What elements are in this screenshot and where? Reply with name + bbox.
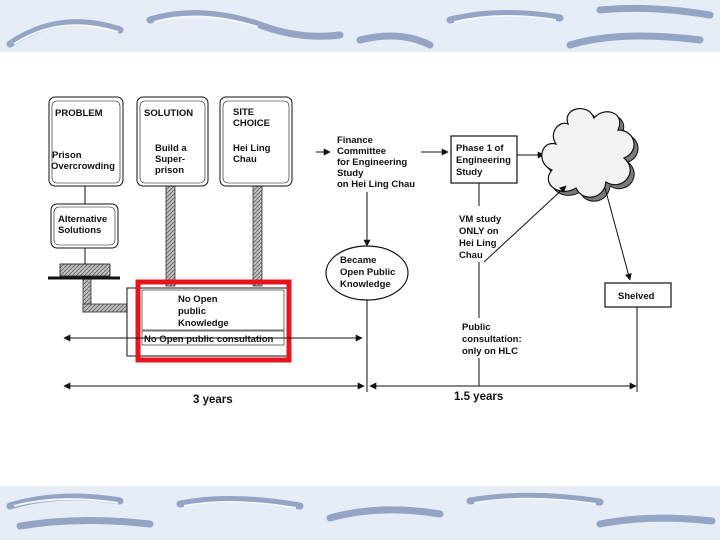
no-open-line-1: No Open (178, 294, 218, 305)
decorative-top-band (0, 0, 720, 52)
timeline-label-1: 3 years (193, 394, 233, 406)
finance-line-3: for Engineering (337, 157, 407, 168)
vm-line-2: ONLY on (459, 226, 499, 237)
barrier-block (48, 263, 120, 280)
finance-line-1: Finance (337, 135, 373, 146)
highlight-frame (135, 279, 292, 363)
no-open-line-3: Knowledge (178, 318, 229, 329)
became-line-1: Became (340, 255, 376, 266)
solution-body-line-3: prison (155, 165, 184, 176)
no-open-line-2: public (178, 306, 206, 317)
vm-line-4: Chau (459, 250, 483, 261)
public-consultation-label: Public consultation: only on HLC (462, 322, 522, 357)
problem-header: PROBLEM (55, 108, 103, 119)
public-line-3: only on HLC (462, 346, 518, 357)
timeline: 3 years 1.5 years (63, 307, 638, 406)
shelved-box: Shelved (604, 282, 672, 308)
cloud-shape (541, 108, 639, 202)
site-body-line-2: Chau (233, 154, 257, 165)
site-choice-box: SITE CHOICE Hei Ling Chau (219, 96, 293, 187)
alternative-line-2: Solutions (58, 225, 101, 236)
cloud-to-shelved-arrow (604, 187, 632, 281)
solution-body-line-1: Build a (155, 143, 187, 154)
decorative-bottom-band (0, 486, 720, 540)
site-body-line-1: Hei Ling (233, 143, 271, 154)
vm-line-1: VM study (459, 214, 502, 225)
vm-line-3: Hei Ling (459, 238, 497, 249)
hatched-connectors (82, 185, 263, 313)
solution-header: SOLUTION (144, 108, 193, 119)
became-line-3: Knowledge (340, 279, 391, 290)
site-header-line-2: CHOICE (233, 118, 270, 129)
phase1-line-3: Study (456, 167, 483, 178)
finance-line-4: Study (337, 168, 364, 179)
problem-body-line-1: Prison (52, 150, 82, 161)
public-line-1: Public (462, 322, 491, 333)
no-open-knowledge-area: No Open public Knowledge No Open public … (126, 287, 289, 357)
solution-box: SOLUTION Build a Super- prison (136, 96, 209, 187)
phase1-box: Phase 1 of Engineering Study (450, 135, 518, 184)
problem-body-line-2: Overcrowding (51, 161, 115, 172)
problem-box: PROBLEM Prison Overcrowding (48, 96, 124, 187)
finance-committee-label: Finance Committee for Engineering Study … (337, 135, 415, 190)
phase1-line-2: Engineering (456, 155, 511, 166)
timeline-label-2: 1.5 years (454, 391, 503, 403)
vm-to-cloud-arrow (483, 185, 567, 263)
alternative-line-1: Alternative (58, 214, 107, 225)
shelved-label: Shelved (618, 291, 655, 302)
no-consultation-text: No Open public consultation (144, 334, 274, 345)
site-header-line-1: SITE (233, 107, 254, 118)
vm-study-label: VM study ONLY on Hei Ling Chau (459, 214, 502, 261)
became-line-2: Open Public (340, 267, 395, 278)
solution-body-line-2: Super- (155, 154, 185, 165)
finance-line-2: Committee (337, 146, 386, 157)
alternative-solutions-box: Alternative Solutions (50, 203, 119, 249)
finance-line-5: on Hei Ling Chau (337, 179, 415, 190)
became-open-ellipse: Became Open Public Knowledge (325, 245, 409, 301)
public-line-2: consultation: (462, 334, 522, 345)
phase1-line-1: Phase 1 of (456, 143, 504, 154)
